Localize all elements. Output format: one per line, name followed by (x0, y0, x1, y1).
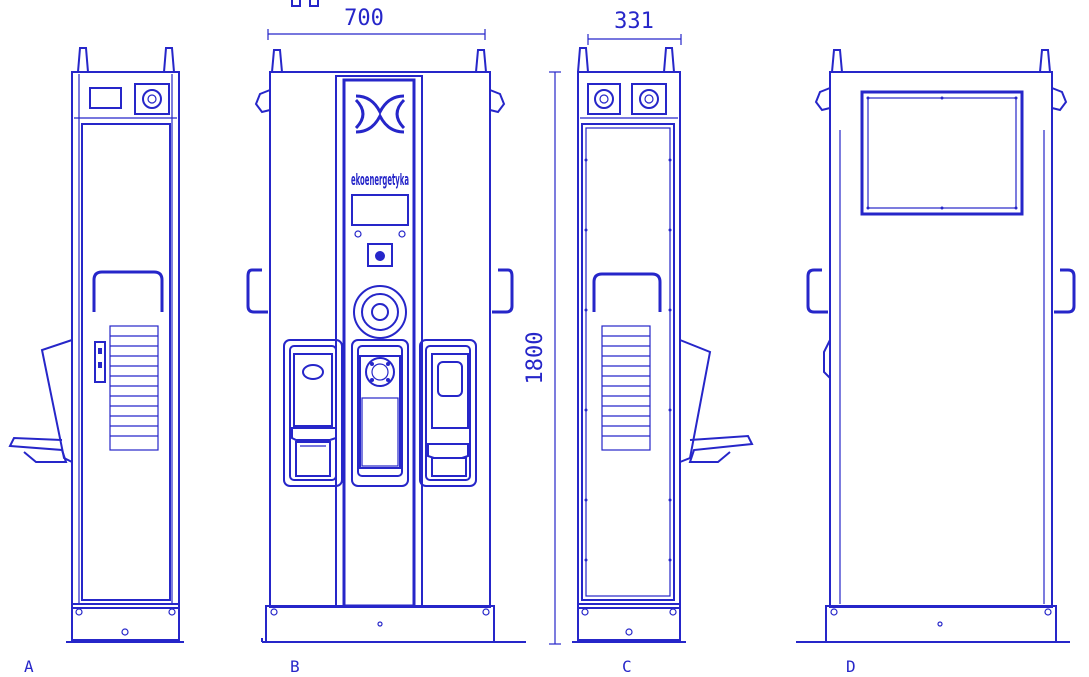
view-a-side (8, 47, 184, 643)
view-a-vent-grille (109, 325, 159, 451)
width-dimension-label: 700 (344, 6, 384, 31)
dimension-height: 1800 (523, 71, 561, 645)
front-display-screen (351, 194, 409, 226)
brand-logo-icon (354, 94, 406, 134)
view-c-vent-grille (601, 325, 651, 451)
view-label-d: D (846, 657, 856, 676)
brand-logo-text: ekoenergetyka (351, 170, 409, 189)
emergency-button-icon (353, 285, 407, 339)
view-c-side (572, 47, 754, 643)
view-d-rear (796, 49, 1076, 643)
cropped-top-fragment (291, 0, 319, 7)
height-dimension-label: 1800 (523, 332, 548, 385)
rfid-reader-icon (367, 243, 393, 267)
view-label-c: C (622, 657, 632, 676)
view-label-a: A (24, 657, 34, 676)
rear-access-panel (860, 90, 1024, 216)
dimension-width: 700 (267, 6, 486, 40)
view-label-b: B (290, 657, 300, 676)
connector-bay-center (351, 339, 409, 487)
view-b-front: ekoenergetyka (246, 49, 526, 643)
connector-bay-left (283, 339, 343, 487)
depth-dimension-label: 331 (614, 9, 654, 34)
dimension-depth: 331 (587, 9, 682, 45)
connector-bay-right (419, 339, 477, 487)
